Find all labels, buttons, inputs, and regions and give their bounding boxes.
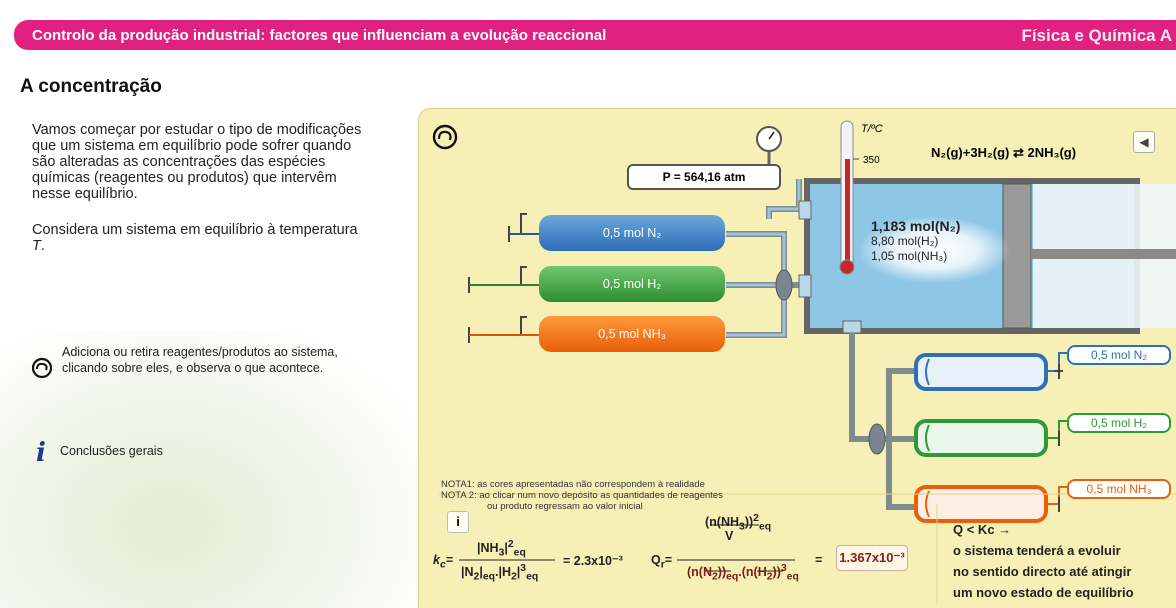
kc-symbol: kc= [433, 553, 454, 571]
right-tank-drawing [914, 353, 1048, 523]
temperature-axis-label: T/ºC [861, 123, 883, 135]
qr-symbol: Qr= [651, 553, 673, 571]
notes: NOTA1: as cores apresentadas não corresp… [441, 479, 723, 512]
tank-label: 0,5 mol N₂ [602, 226, 662, 240]
intro-paragraph-1: Vamos começar por estudar o tipo de modi… [32, 122, 362, 202]
subject-title: Física e Química A [1021, 26, 1172, 45]
composition-cloud [859, 217, 1009, 283]
intro-paragraph-2: Considera um sistema em equilíbrio à tem… [32, 222, 362, 254]
left-tank-h2[interactable]: 0,5 mol H₂ [539, 266, 725, 302]
conclusion-box: Q < Kc → o sistema tenderá a evoluir no … [953, 519, 1134, 603]
info-icon: i [36, 438, 46, 468]
mouse-click-icon [31, 357, 53, 379]
section-title: A concentração [20, 76, 162, 97]
conclusions-label: Conclusões gerais [60, 444, 163, 458]
tank-label: 0,5 mol NH₃ [1086, 482, 1152, 496]
tank-label: 0,5 mol H₂ [602, 277, 662, 291]
qr-numerator: (n(NH3))2eq [705, 513, 772, 533]
comparison: Q < Kc → [953, 522, 1012, 537]
pressure-display: P = 564,16 atm [627, 164, 781, 190]
kc-numerator: |NH3|2eq [477, 539, 526, 559]
conclusion-line-3: um novo estado de equilíbrio [953, 585, 1134, 600]
note-2a: NOTA 2: ao clicar num novo depósito as q… [441, 490, 723, 501]
kc-value: = 2.3x10⁻³ [563, 554, 623, 568]
right-tank-n2-label[interactable]: 0,5 mol N₂ [1067, 345, 1171, 365]
tank-label: 0,5 mol H₂ [1090, 416, 1147, 430]
right-tank-nh3-label[interactable]: 0,5 mol NH₃ [1067, 479, 1171, 499]
kc-denominator: |N2|eq.|H2|3eq [461, 563, 539, 583]
qr-num-v: V [725, 529, 734, 543]
page-header-title: Controlo da produção industrial: factore… [32, 27, 607, 44]
reaction-equation: N₂(g)+3H₂(g) ⇄ 2NH₃(g) [931, 145, 1077, 160]
nh3-amount: 1,05 mol(NH₃) [871, 249, 948, 263]
speaker-icon[interactable]: ◀︎ [1133, 131, 1155, 153]
left-tank-n2[interactable]: 0,5 mol N₂ [539, 215, 725, 251]
tank-label: 0,5 mol N₂ [1090, 348, 1147, 362]
simulation-panel: T/ºC 350 P = 564,16 atm N₂(g)+3H₂(g) ⇄ 2… [418, 108, 1176, 608]
background-decoration [0, 330, 420, 608]
temperature-value: 350 [863, 155, 880, 166]
note-2b: ou produto regressam ao valor inicial [487, 501, 643, 512]
qr-value: 1.367x10⁻³ [836, 545, 908, 571]
note-1: NOTA1: as cores apresentadas não corresp… [441, 479, 705, 490]
intro-p2-text: Considera um sistema em equilíbrio à tem… [32, 222, 358, 238]
mouse-click-icon-panel [432, 124, 458, 150]
info-button[interactable]: i [447, 511, 469, 533]
tank-label: 0,5 mol NH₃ [598, 327, 666, 341]
right-tank-h2-label[interactable]: 0,5 mol H₂ [1067, 413, 1171, 433]
n2-amount: 1,183 mol(N₂) [871, 218, 961, 234]
conclusion-line-2: no sentido directo até atingir [953, 564, 1132, 579]
intro-p2-end: . [40, 238, 45, 254]
hint-text: Adiciona ou retira reagentes/produtos ao… [62, 345, 338, 375]
left-tank-nh3[interactable]: 0,5 mol NH₃ [539, 316, 725, 352]
intro-text: Vamos começar por estudar o tipo de modi… [32, 122, 362, 274]
h2-amount: 8,80 mol(H₂) [871, 234, 939, 248]
composition-readout: 1,183 mol(N₂) 8,80 mol(H₂) 1,05 mol(NH₃) [871, 219, 960, 264]
qr-denominator: (n(N2))eq.(n(H2))3eq [687, 563, 799, 583]
equals-sign: = [815, 553, 823, 567]
conclusion-line-1: o sistema tenderá a evoluir [953, 543, 1121, 558]
apparatus-drawing [432, 120, 1176, 604]
header-bar: Controlo da produção industrial: factore… [14, 20, 1176, 50]
temperature-var: T [32, 238, 41, 254]
